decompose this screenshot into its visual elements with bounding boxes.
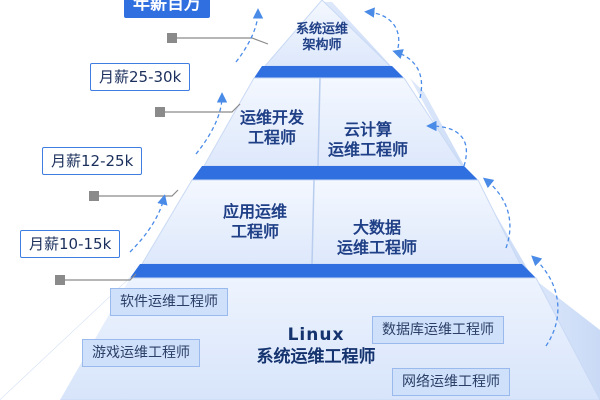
apex-label-line1: 系统运维 bbox=[295, 22, 348, 37]
role-tag-database-ops: 数据库运维工程师 bbox=[372, 316, 504, 344]
connector-level2 bbox=[94, 189, 179, 197]
connector-square-level1 bbox=[55, 275, 65, 285]
apex-band bbox=[254, 66, 404, 78]
connector-level1 bbox=[60, 273, 137, 281]
tier3-divider bbox=[317, 77, 321, 167]
connector-level3 bbox=[160, 103, 241, 113]
tier3-right-line2: 运维工程师 bbox=[327, 139, 408, 159]
arrow-right-5 bbox=[364, 7, 400, 49]
arrow-right-1 bbox=[531, 255, 559, 347]
tier3-left-line2: 工程师 bbox=[247, 127, 296, 147]
tier2-left-label: 应用运维 工程师 bbox=[200, 202, 310, 241]
tier2-left-line1: 应用运维 bbox=[222, 202, 287, 221]
connector-square-level2 bbox=[89, 191, 99, 201]
tier3-right-line1: 云计算 bbox=[343, 120, 392, 139]
tier2-left-line2: 工程师 bbox=[230, 221, 279, 241]
arrow-right-2 bbox=[482, 177, 511, 249]
role-tag-game-ops: 游戏运维工程师 bbox=[82, 339, 200, 367]
base-title: Linux 系统运维工程师 bbox=[236, 324, 396, 368]
tier3-left-label: 运维开发 工程师 bbox=[226, 108, 318, 147]
apex-label-line2: 架构师 bbox=[302, 37, 342, 53]
tier2-right-line1: 大数据 bbox=[352, 218, 401, 237]
salary-label-level3: 月薪25-30k bbox=[90, 63, 191, 91]
tier3-left-line1: 运维开发 bbox=[239, 108, 304, 127]
base-left-edge bbox=[0, 278, 130, 400]
apex-label: 系统运维 架构师 bbox=[282, 22, 362, 54]
salary-label-level2: 月薪12-25k bbox=[42, 147, 143, 175]
connector-squares bbox=[55, 33, 177, 285]
arrow-left-2 bbox=[195, 92, 228, 155]
salary-label-level1: 月薪10-15k bbox=[20, 230, 121, 258]
role-tag-network-ops: 网络运维工程师 bbox=[392, 368, 510, 396]
progression-arrows bbox=[129, 7, 559, 347]
tier2-right-label: 大数据 运维工程师 bbox=[322, 218, 432, 257]
tier2-divider bbox=[311, 179, 315, 265]
base-title-line2: 系统运维工程师 bbox=[256, 347, 376, 368]
role-tag-software-ops: 软件运维工程师 bbox=[110, 288, 228, 316]
tier3-side-face bbox=[410, 78, 474, 184]
connector-square-level3 bbox=[155, 107, 165, 117]
connector-top bbox=[172, 37, 269, 45]
arrow-right-3 bbox=[426, 120, 468, 167]
arrow-left-3 bbox=[235, 8, 264, 63]
tier3-band bbox=[192, 166, 478, 180]
tier2-right-line2: 运维工程师 bbox=[336, 237, 417, 257]
arrow-right-4 bbox=[392, 49, 423, 99]
base-title-line1: Linux bbox=[287, 325, 345, 345]
tier2-band bbox=[130, 264, 536, 278]
salary-label-top: 年薪百万 bbox=[124, 0, 210, 18]
tier3-right-label: 云计算 运维工程师 bbox=[318, 120, 418, 159]
arrow-left-1 bbox=[129, 194, 168, 253]
connector-square-top bbox=[167, 33, 177, 43]
salary-connectors bbox=[60, 37, 269, 281]
